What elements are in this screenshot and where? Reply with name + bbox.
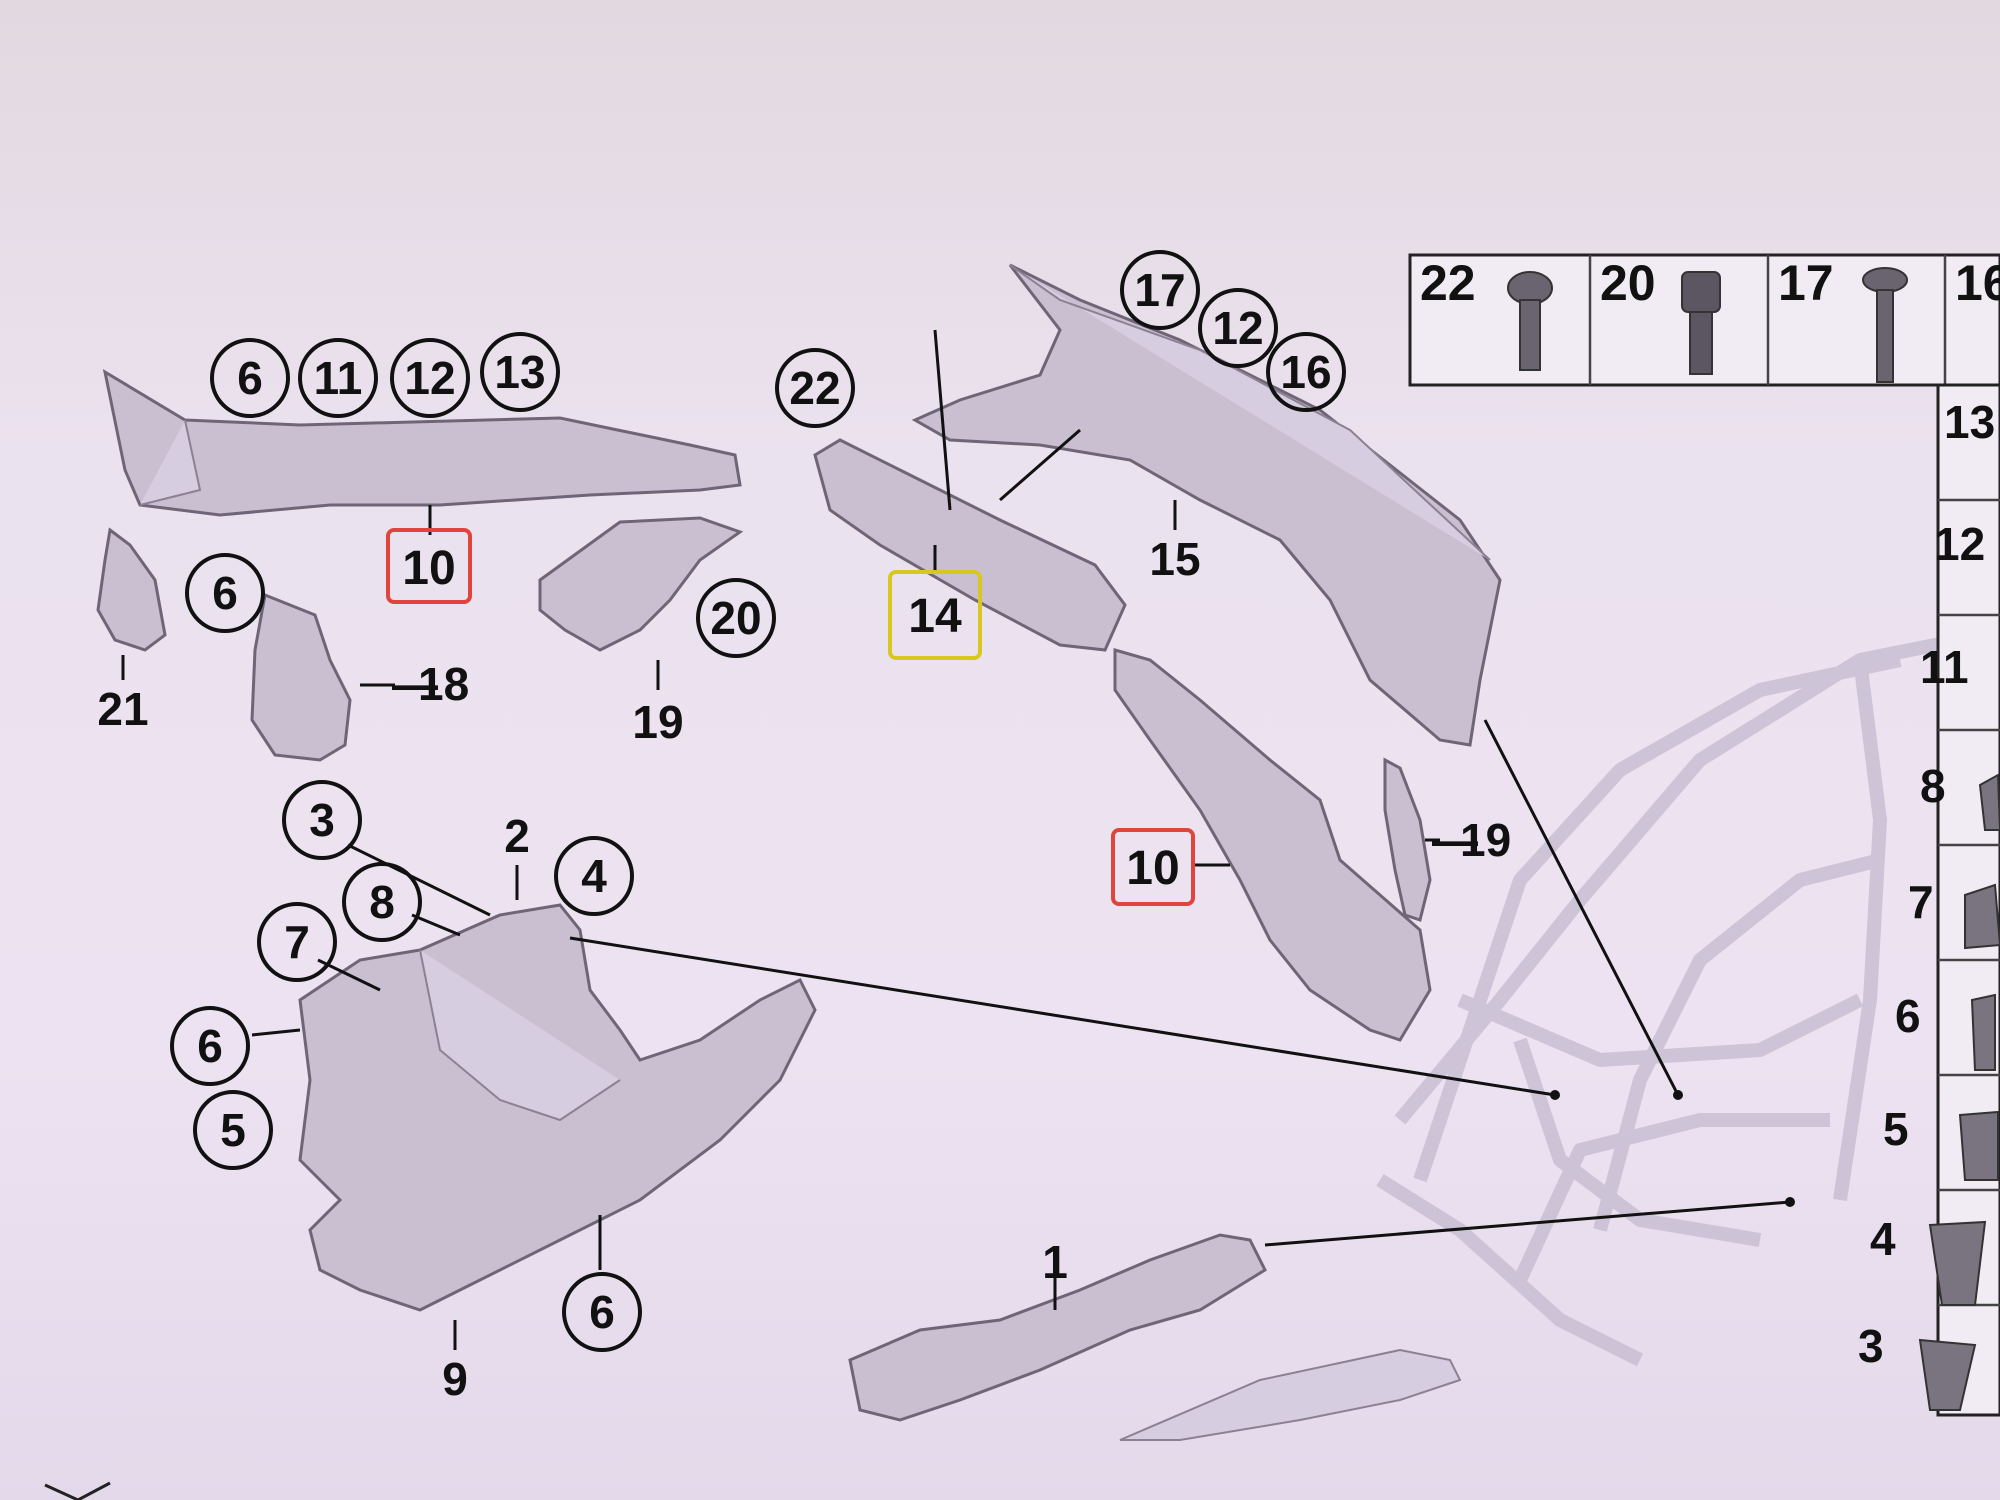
car-body-frame [1376,633,1962,1367]
label-19-b: 19 [1460,814,1511,866]
bolt-icon [1681,271,1721,375]
callout-4: 4 [581,850,607,902]
screw-icon [1507,271,1553,371]
highlight-box-10-top [386,528,472,604]
part-14-strut [813,438,1127,652]
label-1: 1 [1042,1236,1068,1288]
callout-16: 16 [1280,346,1331,398]
fastener-13-label: 13 [1944,396,1995,448]
group-label-2: 12 [404,352,455,404]
label-19-a: 19 [632,696,683,748]
part-18-bracket [250,592,352,762]
callout-6-c: 6 [589,1286,615,1338]
part-19-plate [538,516,744,652]
label-2: 2 [504,810,530,862]
boxed-label-10-top: 10 [402,542,455,595]
callout-12: 12 [1212,302,1263,354]
callout-20: 20 [710,592,761,644]
fastener-8-label: 8 [1920,760,1946,812]
group-callouts-top-left: 6 11 12 13 [210,332,560,418]
group-label-1: 11 [314,352,363,404]
fastener-3-label: 3 [1858,1320,1884,1372]
callout-8: 8 [369,876,395,928]
fastener-17-label: 17 [1778,255,1834,311]
label-9: 9 [442,1353,468,1405]
boxed-label-14: 14 [908,590,962,643]
fastener-4-label: 4 [1870,1213,1896,1265]
fastener-6-label: 6 [1895,990,1921,1042]
callout-5: 5 [220,1104,246,1156]
boxed-labels: 10 14 10 [386,528,1195,906]
callout-7: 7 [284,916,310,968]
part-21-bracket [96,527,167,652]
label-18: 18 [418,658,469,710]
callout-3: 3 [309,794,335,846]
highlight-box-10-lower [1111,828,1195,906]
clip-icon [1918,773,2000,1411]
highlight-box-14 [888,570,982,660]
callout-22: 22 [789,362,840,414]
fastener-table: 22 20 17 16 13 12 11 8 7 6 5 4 3 [1408,253,2000,1417]
group-label-0: 6 [237,352,263,404]
part-1-support [848,1233,1267,1422]
label-19-dash: — [1432,814,1478,866]
fastener-5-label: 5 [1883,1103,1909,1155]
part-lower-rail [1119,1348,1462,1441]
part-19-slim-plate [1383,757,1432,922]
chevron-down-icon [44,1481,111,1500]
boxed-label-10-lower: 10 [1126,842,1179,895]
part-10-lower-strut [1113,648,1432,1042]
group-label-3: 13 [494,346,545,398]
label-15: 15 [1149,533,1200,585]
fastener-7-label: 7 [1908,876,1934,928]
plain-labels: 15 21 18 19 2 19 1 9 — — [97,533,1511,1405]
fastener-16-label: 16 [1955,255,2000,311]
fastener-22-label: 22 [1420,255,1476,311]
callout-6-b: 6 [197,1020,223,1072]
part-cowl-panel-left [102,368,742,517]
label-21: 21 [97,683,148,735]
callout-17: 17 [1134,264,1185,316]
long-bolt-icon [1862,267,1908,383]
leader-lines [121,329,1795,1350]
circled-callouts: 17 12 16 22 6 20 3 4 8 7 6 5 6 [170,250,1346,1352]
fastener-20-label: 20 [1600,255,1656,311]
fastener-11-label: 11 [1920,641,1969,693]
label-18-dash: — [392,658,438,710]
callout-6-a: 6 [212,567,238,619]
fastener-12-label: 12 [1934,518,1985,570]
